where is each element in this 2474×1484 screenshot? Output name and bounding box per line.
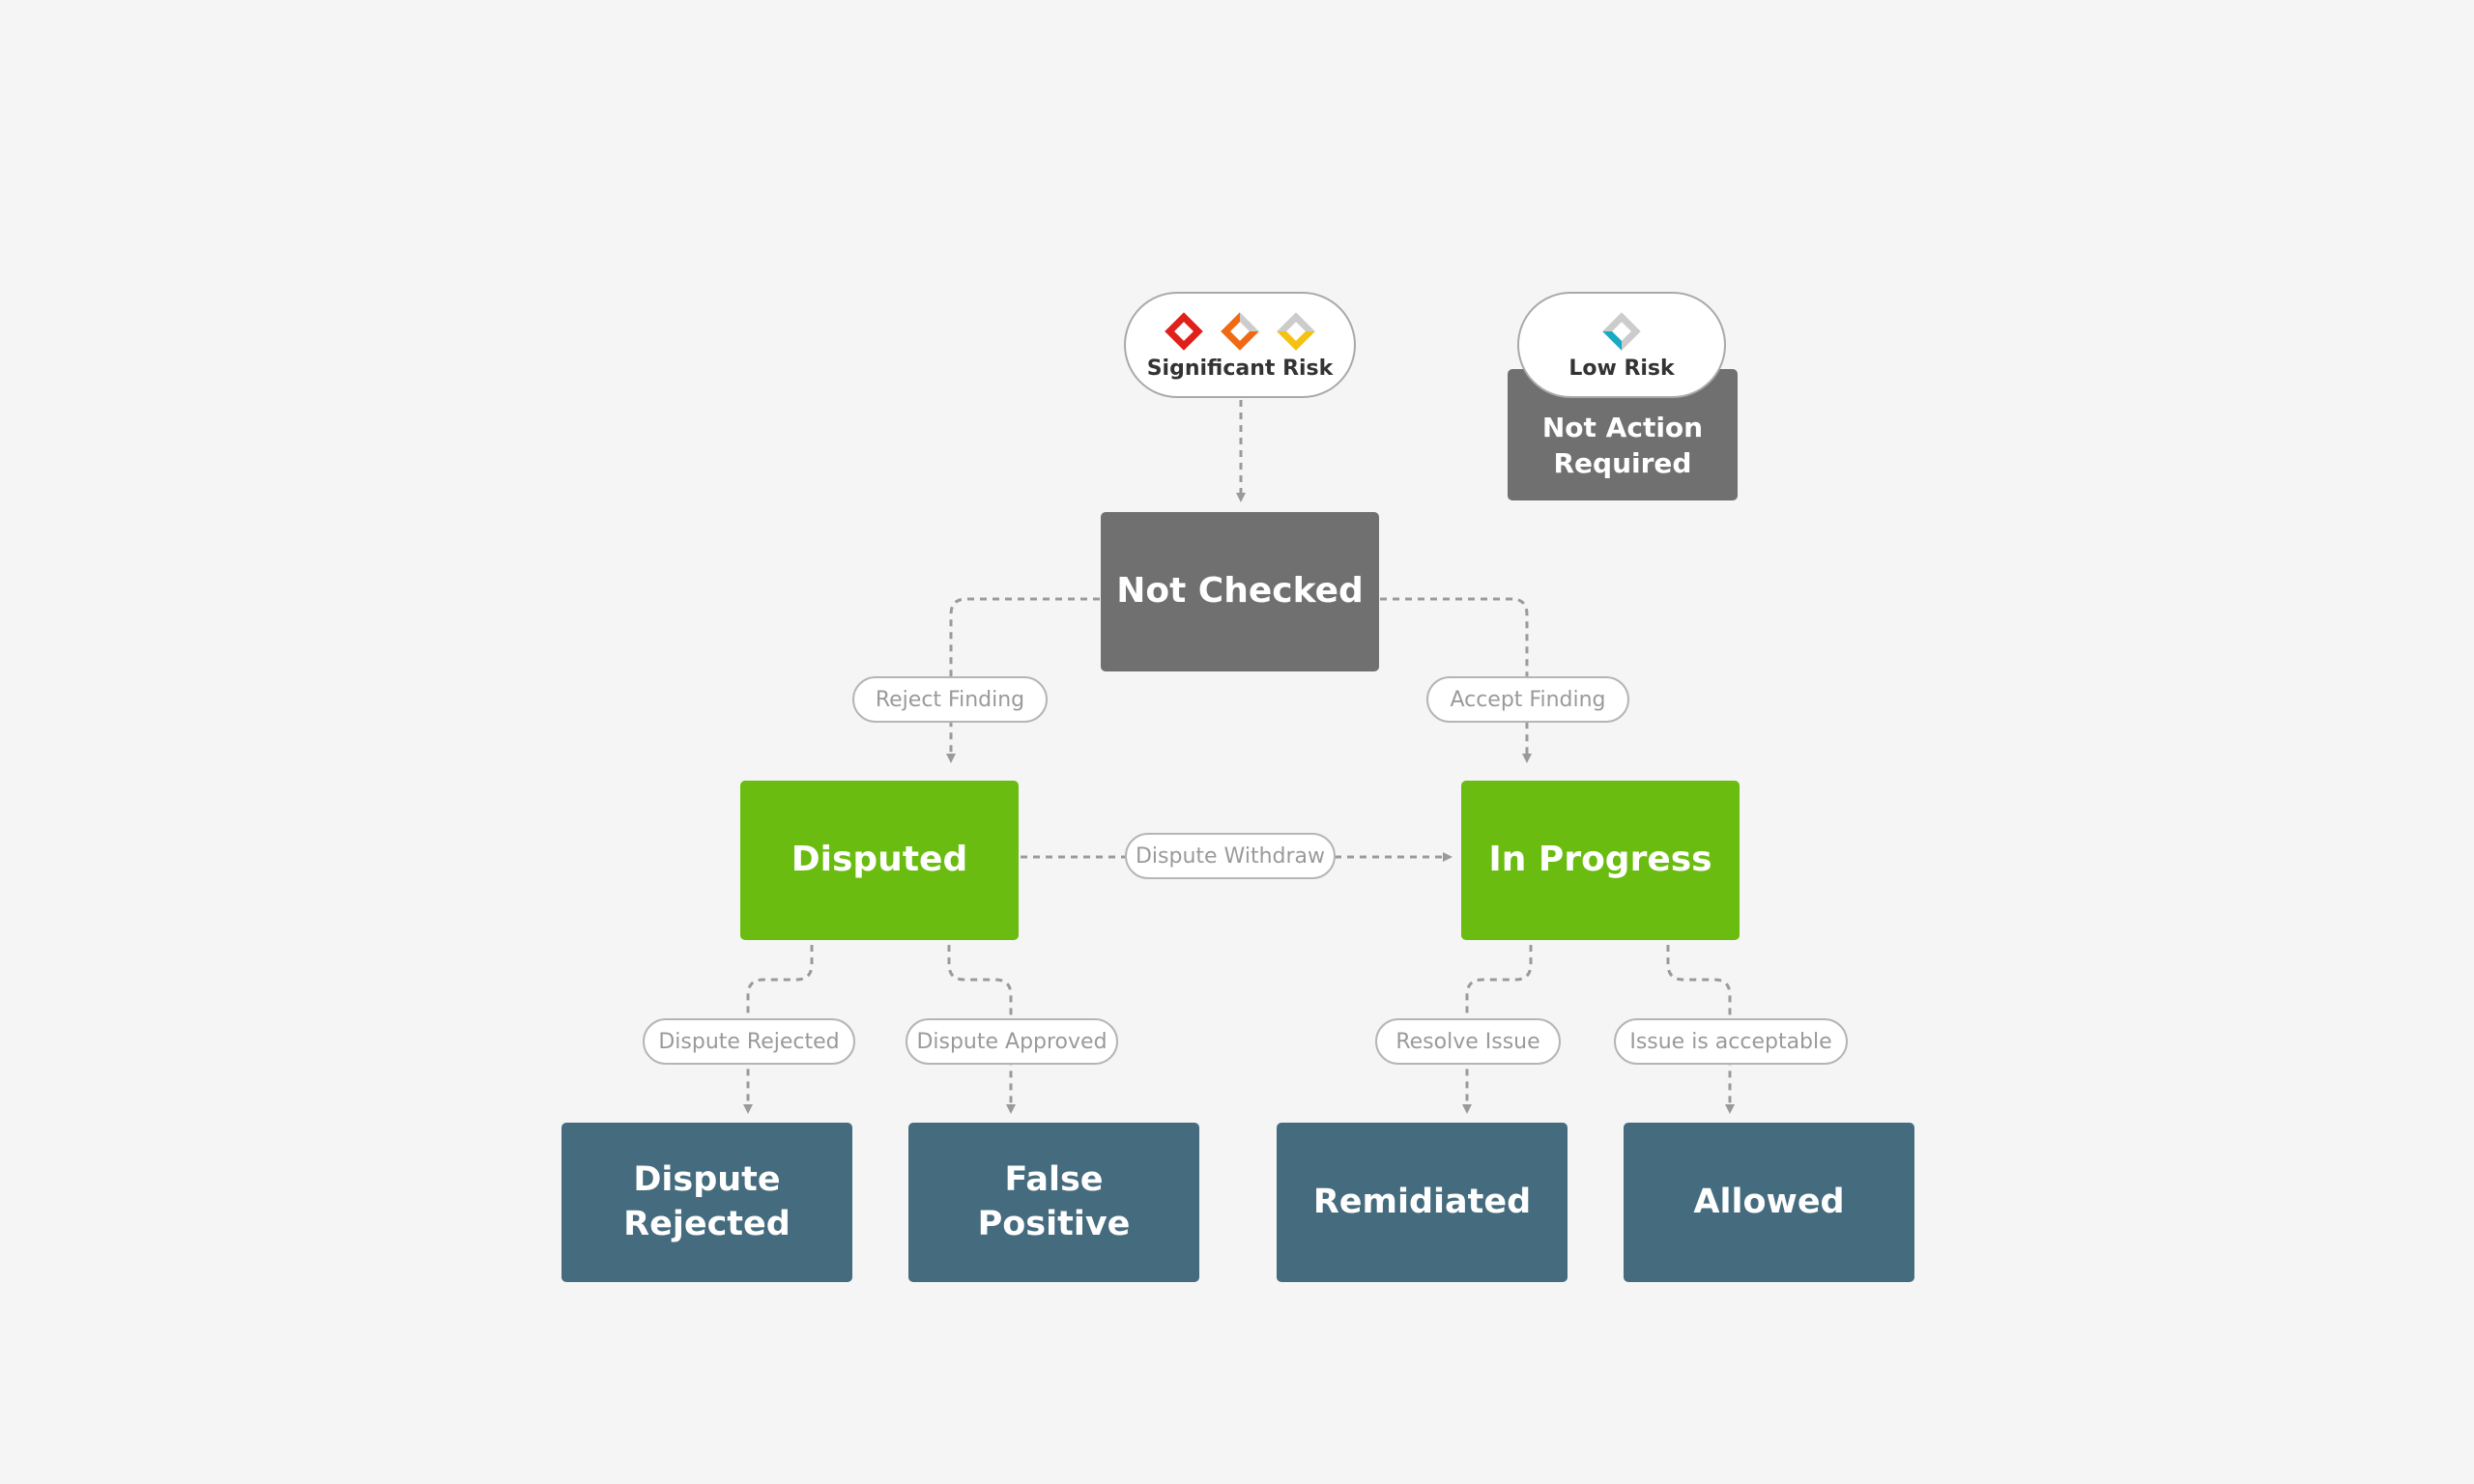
connector-not-checked-to-in-progress [1380, 597, 1532, 763]
transition-dispute-withdraw-label: Dispute Withdraw [1135, 843, 1325, 869]
significant-risk-icons [1163, 310, 1317, 353]
transition-reject-finding: Reject Finding [852, 676, 1048, 723]
transition-accept-finding: Accept Finding [1426, 676, 1629, 723]
transition-dispute-approved: Dispute Approved [906, 1018, 1118, 1065]
transition-resolve-issue: Resolve Issue [1375, 1018, 1561, 1065]
connector-in-progress-to-remidiated [1462, 945, 1533, 1114]
low-risk-label: Low Risk [1568, 356, 1675, 381]
state-allowed-label: Allowed [1693, 1182, 1845, 1221]
state-allowed: Allowed [1624, 1123, 1914, 1282]
transition-dispute-rejected-label: Dispute Rejected [658, 1029, 840, 1054]
state-in-progress-label: In Progress [1488, 840, 1712, 880]
low-risk-badge: Low Risk [1517, 292, 1726, 398]
state-dispute-rejected: Dispute Rejected [561, 1123, 852, 1282]
high-risk-icon [1219, 310, 1261, 353]
connector-disputed-to-dispute-rejected [743, 945, 814, 1114]
state-disputed-label: Disputed [791, 840, 968, 880]
critical-risk-icon [1163, 310, 1205, 353]
state-not-checked: Not Checked [1101, 512, 1379, 671]
medium-risk-icon [1275, 310, 1317, 353]
transition-dispute-withdraw: Dispute Withdraw [1125, 833, 1336, 879]
significant-risk-badge: Significant Risk [1124, 292, 1356, 398]
state-false-positive: False Positive [908, 1123, 1199, 1282]
state-disputed: Disputed [740, 781, 1019, 940]
connector-disputed-to-false-positive [947, 945, 1016, 1114]
transition-resolve-issue-label: Resolve Issue [1395, 1029, 1540, 1054]
significant-risk-label: Significant Risk [1146, 356, 1334, 381]
state-dispute-rejected-label: Dispute Rejected [623, 1160, 791, 1243]
transition-accept-finding-label: Accept Finding [1450, 687, 1606, 712]
state-false-positive-label: False Positive [977, 1160, 1131, 1243]
state-remidiated: Remidiated [1277, 1123, 1568, 1282]
state-not-action-required-label: Not Action Required [1541, 412, 1704, 479]
transition-reject-finding-label: Reject Finding [875, 687, 1025, 712]
low-risk-icons [1600, 310, 1643, 353]
connector-in-progress-to-allowed [1666, 945, 1735, 1114]
transition-issue-is-acceptable-label: Issue is acceptable [1629, 1029, 1832, 1054]
state-in-progress: In Progress [1461, 781, 1740, 940]
transition-dispute-approved-label: Dispute Approved [916, 1029, 1108, 1054]
state-remidiated-label: Remidiated [1312, 1182, 1532, 1221]
transition-issue-is-acceptable: Issue is acceptable [1614, 1018, 1848, 1065]
transition-dispute-rejected: Dispute Rejected [643, 1018, 855, 1065]
state-not-checked-label: Not Checked [1116, 571, 1364, 612]
low-risk-icon [1600, 310, 1643, 353]
